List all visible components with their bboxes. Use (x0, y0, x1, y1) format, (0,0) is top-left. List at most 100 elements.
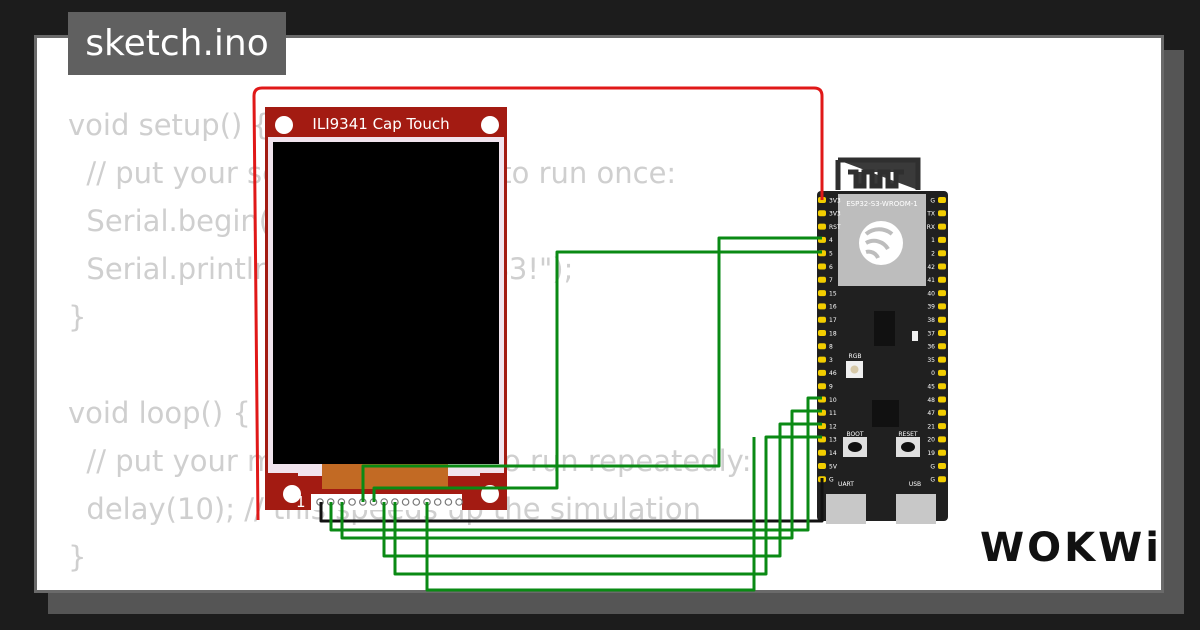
wire[interactable] (382, 422, 822, 558)
pin-label: 11 (829, 410, 837, 417)
code-line: void loop() { (68, 396, 251, 430)
pin-label: RST (829, 224, 841, 231)
pin-label: 3 (829, 357, 833, 364)
display-pin[interactable] (433, 498, 442, 506)
pin-label: 6 (829, 264, 833, 271)
board-pin-left[interactable] (818, 303, 826, 310)
board-pin-right[interactable] (938, 383, 946, 390)
board-pin-right[interactable] (938, 330, 946, 336)
board-pin-right[interactable] (938, 197, 946, 203)
display-pin[interactable] (401, 498, 410, 506)
pin-label: 5V (829, 463, 838, 470)
pin-label: 2 (931, 251, 935, 258)
board-pin-right[interactable] (938, 210, 946, 217)
pin-label: 12 (829, 423, 837, 430)
pin1-label: 1 (296, 493, 306, 511)
uart-usb-port[interactable] (826, 494, 866, 524)
pin-label: 19 (927, 450, 935, 457)
board-pin-right[interactable] (938, 236, 946, 243)
board-pin-right[interactable] (938, 250, 946, 257)
pin-label: 14 (829, 450, 837, 457)
board-pin-left[interactable] (818, 210, 826, 217)
file-name-tab[interactable]: sketch.ino (68, 12, 286, 75)
pin-label: 46 (829, 370, 837, 377)
display-pin[interactable] (412, 498, 421, 506)
board-pin-left[interactable] (818, 263, 826, 270)
module-label: ESP32-S3-WROOM-1 (846, 200, 917, 208)
pin-label: 38 (927, 317, 935, 324)
pin-label: 10 (829, 397, 837, 404)
pin-label: 35 (927, 357, 935, 364)
board-pin-right[interactable] (938, 449, 946, 456)
board-pin-left[interactable] (818, 463, 826, 469)
reset-button-cap[interactable] (901, 442, 915, 452)
board-pin-left[interactable] (818, 343, 826, 350)
pin-label: 47 (927, 410, 935, 417)
wire[interactable] (425, 437, 756, 592)
board-pin-right[interactable] (938, 290, 946, 297)
board-pin-right[interactable] (938, 263, 946, 270)
pin-label: 20 (927, 437, 935, 444)
esp32-s3-devkit[interactable]: ESP32-S3-WROOM-1 RGB BOOT RESET UART USB… (817, 157, 948, 524)
usb-label: USB (909, 481, 921, 488)
ili9341-display[interactable]: ILI9341 Cap Touch 1 (265, 107, 507, 511)
rgb-led-lens (850, 365, 859, 374)
board-pin-left[interactable] (818, 290, 826, 297)
board-pin-left[interactable] (818, 316, 826, 323)
board-pin-right[interactable] (938, 436, 946, 443)
wire[interactable] (340, 409, 822, 540)
pin-label: 16 (829, 304, 837, 311)
pin-label: TX (926, 211, 935, 218)
pin-label: 48 (927, 397, 935, 404)
board-pin-left[interactable] (818, 223, 826, 230)
board-pin-left[interactable] (818, 356, 826, 363)
board-pin-left[interactable] (818, 383, 826, 390)
usb-port[interactable] (896, 494, 936, 524)
boot-button-cap[interactable] (848, 442, 862, 452)
display-pin[interactable] (455, 498, 463, 506)
pin-label: 3V3 (829, 197, 841, 204)
display-pin[interactable] (444, 498, 453, 506)
board-pin-left[interactable] (818, 276, 826, 283)
board-pin-right[interactable] (938, 396, 946, 403)
board-pin-right[interactable] (938, 343, 946, 350)
board-pin-left[interactable] (818, 449, 826, 456)
led-indicator (912, 331, 918, 341)
pcb-antenna (835, 157, 921, 190)
board-pin-headers[interactable]: 3V33V3RST4567151617188346910111213145VGG… (818, 197, 946, 484)
board-pin-right[interactable] (938, 356, 946, 363)
pin-label: G (930, 197, 935, 204)
board-pin-right[interactable] (938, 223, 946, 230)
code-line: } (68, 540, 87, 574)
board-pin-left[interactable] (818, 330, 826, 336)
pin-label: 5 (829, 251, 833, 258)
board-pin-right[interactable] (938, 463, 946, 469)
board-pin-right[interactable] (938, 316, 946, 323)
wire[interactable] (319, 478, 824, 523)
board-pin-right[interactable] (938, 369, 946, 376)
pin-label: 7 (829, 277, 833, 284)
pin-label: 41 (927, 277, 935, 284)
display-title: ILI9341 Cap Touch (312, 115, 449, 133)
board-pin-right[interactable] (938, 303, 946, 310)
board-pin-right[interactable] (938, 276, 946, 283)
pin-label: G (829, 477, 834, 484)
espressif-logo-icon (859, 221, 903, 265)
wire[interactable] (361, 236, 822, 502)
board-pin-right[interactable] (938, 409, 946, 416)
pin-label: 39 (927, 304, 935, 311)
board-pin-left[interactable] (818, 369, 826, 376)
wire[interactable] (393, 435, 822, 576)
wires[interactable] (252, 86, 824, 592)
code-line: void setup() { (68, 108, 270, 142)
pin-label: 37 (927, 330, 935, 337)
wire[interactable] (372, 250, 822, 502)
wire[interactable] (329, 396, 822, 532)
board-pin-right[interactable] (938, 476, 946, 483)
wire[interactable] (252, 86, 824, 521)
display-screen[interactable] (273, 142, 499, 464)
board-pin-right[interactable] (938, 423, 946, 430)
pin-label: 4 (829, 237, 833, 244)
display-pin[interactable] (348, 498, 356, 506)
